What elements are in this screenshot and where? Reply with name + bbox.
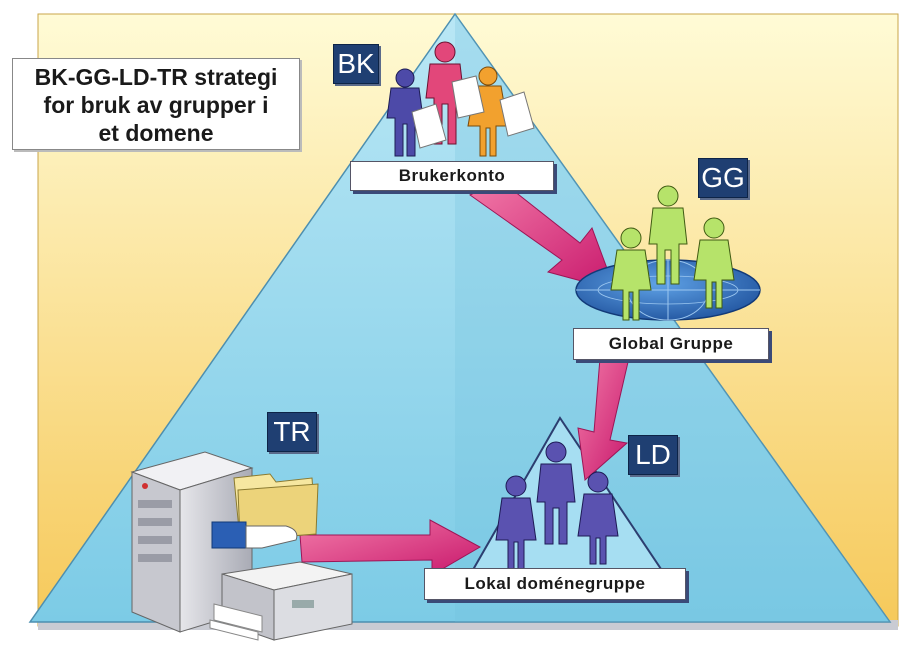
user-figure-icon (648, 185, 688, 285)
user-figure-icon (610, 227, 652, 321)
user-figure-icon (577, 471, 619, 565)
abbr-badge-gg: GG (698, 158, 748, 198)
label-lokal-domenegruppe: Lokal doménegruppe (424, 568, 686, 600)
title-line-2: for bruk av grupper i (43, 92, 269, 118)
title-line-1: BK-GG-LD-TR strategi (34, 64, 278, 90)
arrow-gg-to-ld (577, 357, 629, 481)
abbr-badge-tr: TR (267, 412, 317, 452)
panel-shadow (38, 620, 898, 630)
user-figure-icon (386, 68, 424, 157)
document-icon (451, 75, 485, 119)
hand-icon (211, 521, 298, 549)
title-line-3: et domene (98, 120, 214, 146)
user-figure-icon (495, 475, 537, 571)
abbr-badge-bk: BK (333, 44, 379, 84)
diagram-title: BK-GG-LD-TR strategi for bruk av grupper… (12, 58, 300, 150)
user-figure-icon (536, 441, 576, 545)
folder-icon (233, 473, 319, 541)
document-icon (499, 91, 535, 137)
printer-icon (209, 561, 353, 641)
arrow-tr-to-ld (299, 519, 482, 576)
user-figure-icon (693, 217, 735, 309)
document-icon (411, 103, 447, 149)
label-global-gruppe: Global Gruppe (573, 328, 769, 360)
label-brukerkonto: Brukerkonto (350, 161, 554, 191)
abbr-badge-ld: LD (628, 435, 678, 475)
